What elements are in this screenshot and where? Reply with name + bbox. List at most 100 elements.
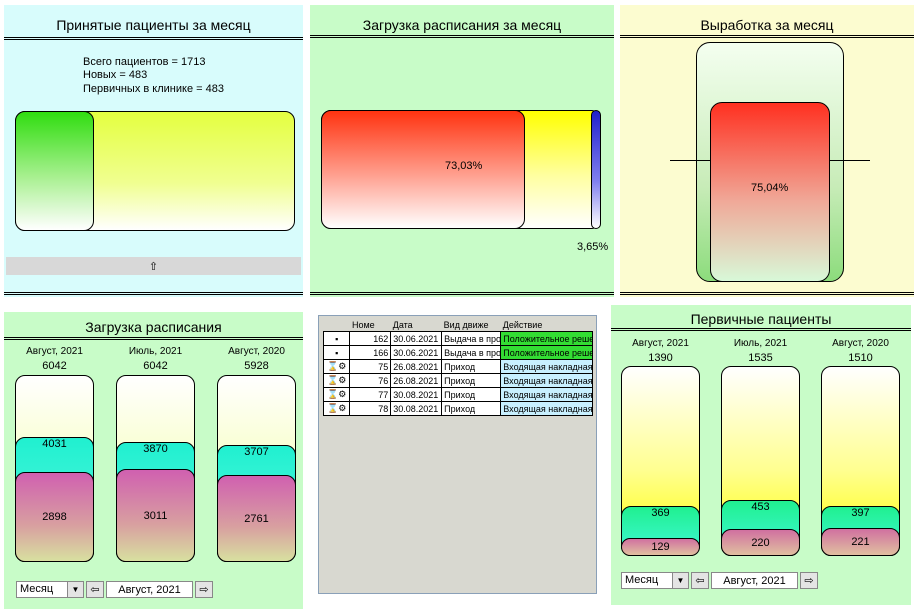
row-kind: Выдача в про xyxy=(441,345,502,360)
row-kind: Приход xyxy=(441,401,502,416)
column-period-label: Август, 2020 xyxy=(228,346,285,357)
row-action: Положительное реше xyxy=(500,345,593,360)
panel-schedule-load-month: Загрузка расписания за месяц 73,03% 3,65… xyxy=(310,5,614,297)
column-mid-value: 453 xyxy=(751,501,770,513)
row-kind: Приход xyxy=(441,359,502,374)
row-icon: ⌛⚙ xyxy=(322,373,351,388)
row-date: 26.08.2021 xyxy=(390,359,443,374)
patients-bar-new xyxy=(15,111,94,231)
column-total-value: 1510 xyxy=(848,352,873,364)
column-low-value: 3011 xyxy=(143,509,168,522)
panel-title: Загрузка расписания за месяц xyxy=(362,17,562,33)
chevron-down-icon[interactable]: ▼ xyxy=(672,573,688,588)
column-total-value: 1535 xyxy=(748,352,773,364)
divider xyxy=(611,328,911,331)
new-patients-text: Новых = 483 xyxy=(83,69,148,81)
chevron-down-icon[interactable]: ▼ xyxy=(67,582,83,597)
arrow-right-icon: ⇨ xyxy=(199,584,209,596)
column-low-value: 221 xyxy=(851,536,870,548)
period-select-value: Месяц xyxy=(20,583,54,595)
col-header-action[interactable]: Действие xyxy=(500,318,593,332)
panel-title: Выработка за месяц xyxy=(700,17,834,33)
row-kind: Выдача в про xyxy=(441,331,502,346)
row-icon: ⌛⚙ xyxy=(322,387,351,402)
column-period-label: Июль, 2021 xyxy=(733,338,788,349)
col-header-icon xyxy=(323,318,350,332)
period-select[interactable]: Месяц ▼ xyxy=(621,572,689,589)
column-low-value: 2898 xyxy=(42,511,67,523)
row-icon: ⌛⚙ xyxy=(322,359,351,374)
period-field[interactable]: Август, 2021 xyxy=(711,572,798,589)
table-header-row: Номе Дата Вид движе Действие xyxy=(323,318,593,332)
prev-period-button[interactable]: ⇦ xyxy=(691,572,709,589)
row-number: 78 xyxy=(349,401,392,416)
row-date: 30.08.2021 xyxy=(390,401,443,416)
output-pct: 75,04% xyxy=(751,182,789,194)
schedule-side-pct: 3,65% xyxy=(577,241,609,253)
row-icon: ▪ xyxy=(322,345,351,360)
col-header-kind[interactable]: Вид движе xyxy=(441,318,501,332)
panel-title: Принятые пациенты за месяц xyxy=(56,17,251,33)
column-bar-low xyxy=(721,529,800,556)
total-patients-text: Всего пациентов = 1713 xyxy=(83,56,206,68)
column-low-value: 2761 xyxy=(244,512,269,525)
column-period-label: Июль, 2021 xyxy=(128,346,183,357)
divider xyxy=(4,292,303,295)
column-total-value: 1390 xyxy=(648,352,673,364)
divider xyxy=(310,35,614,38)
period-field[interactable]: Август, 2021 xyxy=(106,581,193,598)
row-number: 77 xyxy=(349,387,392,402)
primary-patients-text: Первичных в клинике = 483 xyxy=(83,83,224,95)
row-date: 30.08.2021 xyxy=(390,387,443,402)
column-bar-low xyxy=(621,538,700,556)
prev-period-button[interactable]: ⇦ xyxy=(86,581,104,598)
row-date: 30.06.2021 xyxy=(390,331,443,346)
row-action: Положительное реше xyxy=(500,331,593,346)
row-date: 26.08.2021 xyxy=(390,373,443,388)
column-bar-low xyxy=(116,469,195,562)
col-header-number[interactable]: Номе xyxy=(349,318,391,332)
next-period-button[interactable]: ⇨ xyxy=(195,581,213,598)
expand-button[interactable]: ⇧ xyxy=(6,257,301,275)
up-arrow-icon: ⇧ xyxy=(148,260,159,273)
row-number: 76 xyxy=(349,373,392,388)
row-date: 30.06.2021 xyxy=(390,345,443,360)
schedule-bar-side xyxy=(591,110,601,229)
period-select-value: Месяц xyxy=(625,574,659,586)
column-period-label: Август, 2021 xyxy=(26,346,83,357)
row-number: 162 xyxy=(349,331,392,346)
column-mid-value: 4031 xyxy=(42,438,67,450)
column-total-value: 5928 xyxy=(244,360,269,372)
col-header-date[interactable]: Дата xyxy=(390,318,442,332)
row-icon: ▪ xyxy=(322,331,351,346)
period-select[interactable]: Месяц ▼ xyxy=(16,581,84,598)
column-bar-low xyxy=(821,528,900,556)
column-low-value: 220 xyxy=(751,536,770,549)
row-action: Входящая накладная xyxy=(500,373,593,388)
column-mid-value: 397 xyxy=(851,507,870,519)
next-period-button[interactable]: ⇨ xyxy=(800,572,818,589)
divider xyxy=(4,337,303,340)
column-total-value: 6042 xyxy=(143,360,168,372)
schedule-main-pct: 73,03% xyxy=(445,160,483,172)
row-action: Входящая накладная xyxy=(500,401,593,416)
divider xyxy=(620,35,914,38)
divider xyxy=(310,292,614,295)
column-total-value: 6042 xyxy=(42,360,67,372)
arrow-left-icon: ⇦ xyxy=(695,575,705,587)
column-period-label: Август, 2021 xyxy=(632,338,689,349)
panel-output-month: Выработка за месяц 75,04% xyxy=(620,5,914,297)
row-number: 166 xyxy=(349,345,392,360)
column-mid-value: 369 xyxy=(651,507,670,519)
row-action: Входящая накладная xyxy=(500,387,593,402)
